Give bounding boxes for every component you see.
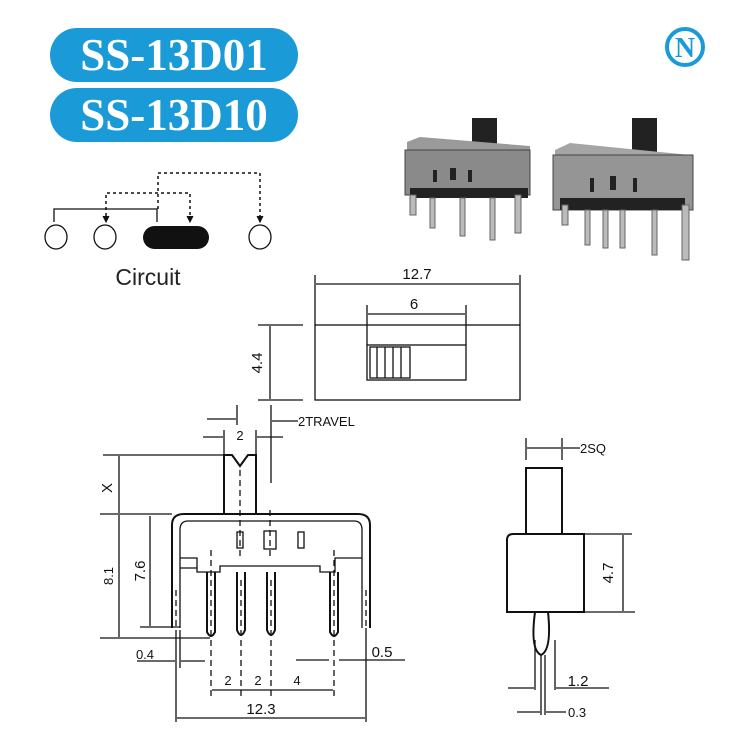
dim-total-width: 12.3 [246,701,275,718]
slider-contact [143,226,209,249]
dim-travel: 2TRAVEL [298,414,355,429]
dim-body-height: 7.6 [132,561,149,582]
dim-leg-thickness: 0.4 [136,647,154,662]
dim-pin-thickness-side: 0.3 [568,705,586,720]
dim-actuator-width: 2 [236,428,243,443]
dim-pin-width: 1.2 [568,673,589,690]
dim-actuator-square: 2SQ [580,441,606,456]
dim-pitch-3: 4 [293,673,300,688]
front-view: 2TRAVEL 2 X 8.1 7.6 0.4 0.5 2 2 4 12.3 [99,405,405,722]
terminal-3 [248,224,272,250]
dim-pin-thickness: 0.5 [372,644,393,661]
dim-body-height-side: 4.7 [600,563,617,584]
dim-width: 12.7 [402,266,431,283]
model-badge-1: SS-13D01 [50,28,298,82]
dim-total-height: 8.1 [101,567,116,585]
logo-letter: N [675,33,695,64]
side-view: 2SQ 4.7 1.2 0.3 [506,438,635,720]
dim-actuator-height: X [99,483,116,493]
dim-height: 4.4 [249,353,266,374]
product-photo-2 [552,118,694,261]
dim-pitch-1: 2 [224,673,231,688]
product-photo-1 [404,118,531,241]
dim-pitch-2: 2 [254,673,261,688]
brand-logo: N [665,27,705,67]
top-view: 12.7 6 4.4 [249,266,521,401]
dim-slot: 6 [410,296,418,313]
terminal-1 [44,224,68,250]
circuit-label: Circuit [115,264,181,290]
circuit-diagram: Circuit [44,172,272,290]
model-badge-2: SS-13D10 [50,88,298,142]
terminal-2 [93,224,117,250]
